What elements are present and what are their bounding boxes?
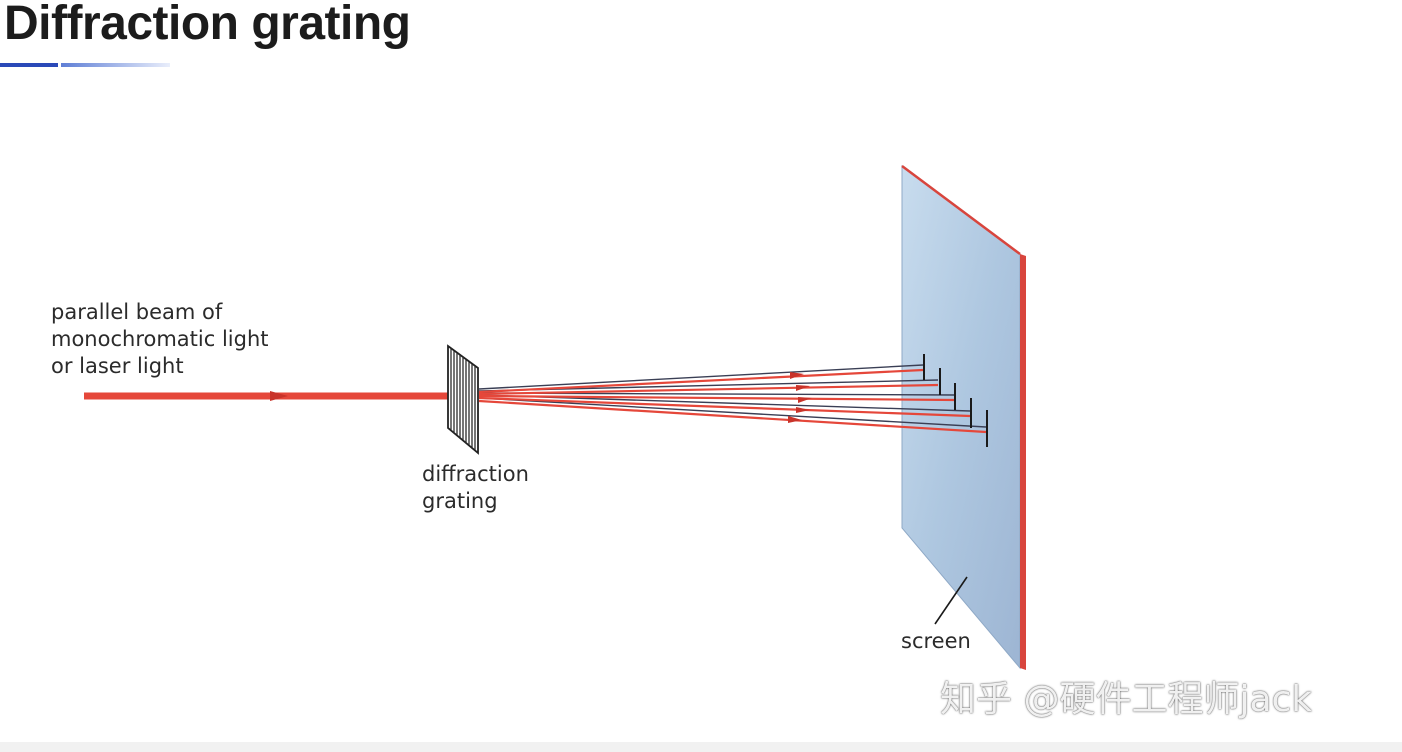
screen-panel [901,164,1026,670]
incident-beam [84,391,466,401]
screen-tick-marks [923,354,988,447]
diffracted-beams [478,364,987,434]
beam-arrowhead [796,385,810,391]
watermark: 知乎 @硬件工程师jack [940,679,1313,720]
bottom-strip [0,742,1402,752]
screen-leader-line [934,576,968,625]
grating-plate [447,344,479,455]
beam-arrowhead [270,391,288,401]
grating-label: diffraction grating [422,462,529,513]
beam-arrowhead [788,416,802,423]
screen-label: screen [901,629,971,653]
title-underline [0,63,170,67]
page-title: Diffraction grating [4,0,411,50]
beam-label: parallel beam of monochromatic light or … [51,300,269,378]
beam-arrowhead [790,372,804,379]
beam-arrowhead [798,397,812,403]
beam-arrowhead [796,407,810,413]
